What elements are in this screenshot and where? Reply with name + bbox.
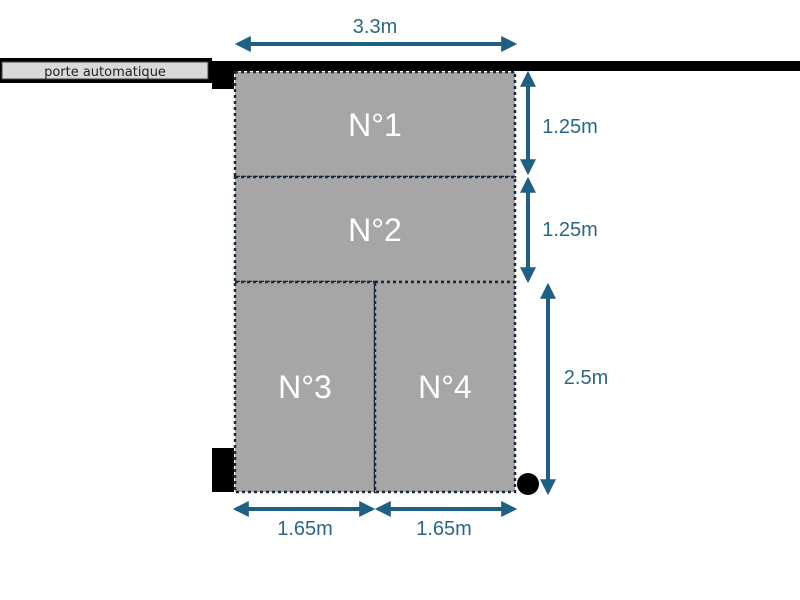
dim-label-zone2-height: 1.25m [542,219,598,241]
zone-3-label: N°3 [278,369,332,405]
dim-label-zone1-height: 1.25m [542,116,598,138]
dim-label-lower-height: 2.5m [564,367,608,389]
door-label: porte automatique [44,65,166,80]
zone-1[interactable] [233,70,517,179]
zone-4[interactable] [373,280,517,494]
top-wall [212,61,800,71]
zone-3[interactable] [233,280,377,494]
dim-label-zone4-width: 1.65m [416,518,472,540]
automatic-door[interactable] [1,61,209,80]
zone-1-label: N°1 [348,107,402,143]
wall-post-bottom [212,448,234,492]
dim-label-zone3-width: 1.65m [277,518,333,540]
corner-pillar [517,473,539,495]
zone-2-label: N°2 [348,212,402,248]
dim-label-total-width: 3.3m [353,16,397,38]
zone-4-label: N°4 [418,369,472,405]
wall-post-top [212,71,234,89]
